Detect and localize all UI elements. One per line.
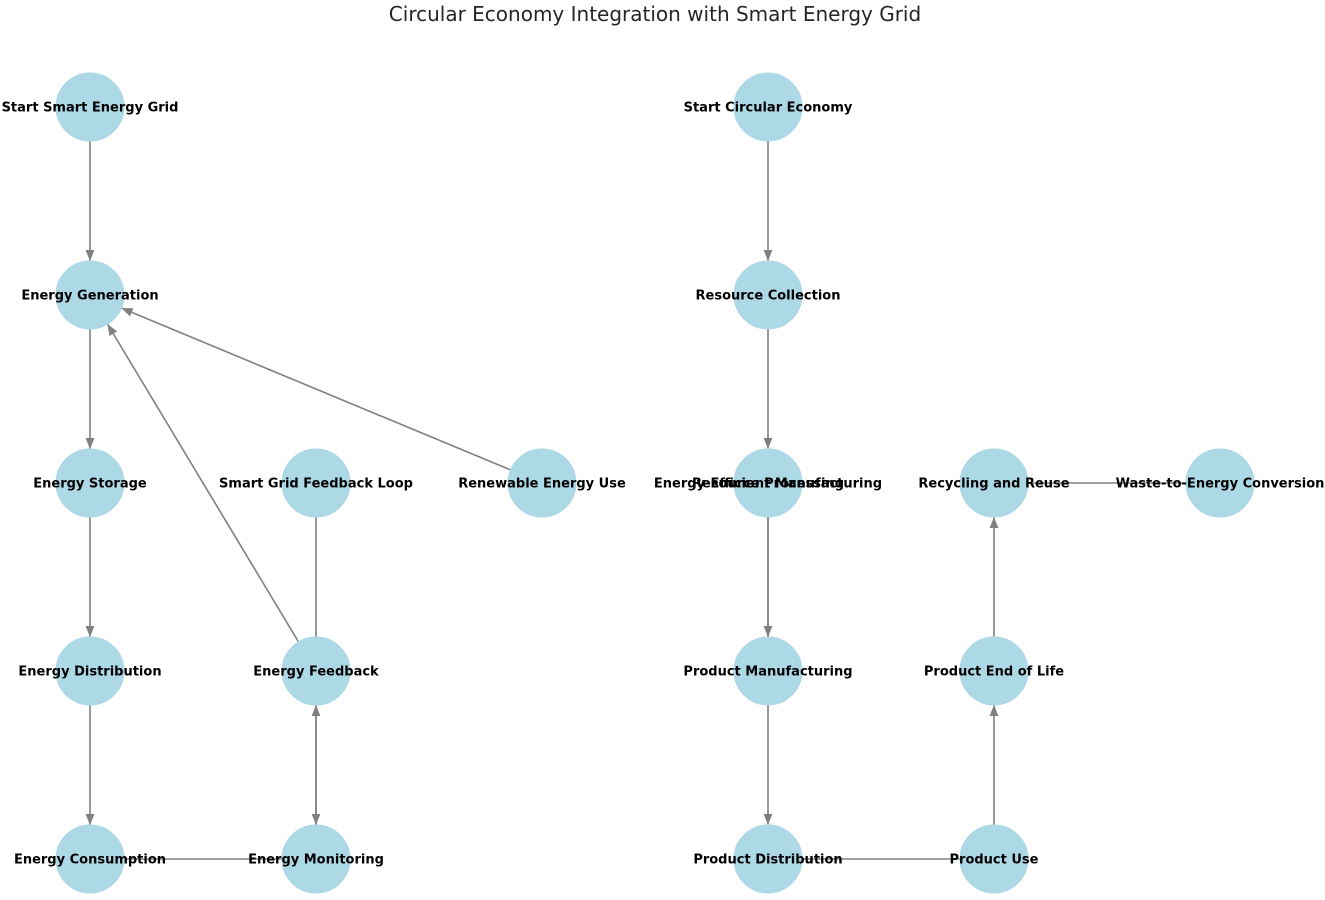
node-resource_collection — [733, 260, 803, 330]
node-label-product_manufacturing: Product Manufacturing — [683, 665, 852, 680]
node-product_distribution — [733, 824, 803, 894]
node-label-energy_storage: Energy Storage — [33, 477, 147, 492]
node-waste_to_energy — [1185, 448, 1255, 518]
node-energy_generation — [55, 260, 125, 330]
node-label-energy_generation: Energy Generation — [21, 289, 158, 304]
node-smart_grid_feedback_loop — [281, 448, 351, 518]
node-label-energy_distribution: Energy Distribution — [18, 665, 161, 680]
node-label-energy_efficient_manufacturing: Energy-Efficient Manufacturing — [654, 477, 882, 492]
node-start_circular — [733, 72, 803, 142]
node-label-start_grid: Start Smart Energy Grid — [2, 101, 179, 116]
edges-layer — [85, 141, 1186, 860]
node-label-resource_processing: Resource Processing — [692, 477, 844, 492]
node-renewable_energy_use — [507, 448, 577, 518]
node-label-product_distribution: Product Distribution — [693, 853, 842, 868]
edge-energy_feedback-to-energy_generation — [106, 323, 300, 643]
node-energy_efficient_manufacturing — [733, 448, 803, 518]
node-start_grid — [55, 72, 125, 142]
node-recycling_and_reuse — [959, 448, 1029, 518]
node-energy_distribution — [55, 636, 125, 706]
nodes-layer — [55, 72, 1255, 894]
node-label-start_circular: Start Circular Economy — [684, 101, 853, 116]
node-energy_monitoring — [281, 824, 351, 894]
node-label-energy_monitoring: Energy Monitoring — [248, 853, 384, 868]
node-label-product_use: Product Use — [950, 853, 1039, 868]
node-label-smart_grid_feedback_loop: Smart Grid Feedback Loop — [219, 477, 413, 492]
node-label-waste_to_energy: Waste-to-Energy Conversion — [1116, 477, 1325, 492]
node-label-product_end_of_life: Product End of Life — [924, 665, 1064, 680]
node-label-resource_collection: Resource Collection — [696, 289, 841, 304]
node-label-energy_consumption: Energy Consumption — [14, 853, 166, 868]
node-label-recycling_and_reuse: Recycling and Reuse — [918, 477, 1069, 492]
node-energy_feedback — [281, 636, 351, 706]
node-product_use — [959, 824, 1029, 894]
node-energy_consumption — [55, 824, 125, 894]
node-label-renewable_energy_use: Renewable Energy Use — [458, 477, 626, 492]
diagram-title: Circular Economy Integration with Smart … — [389, 2, 921, 26]
node-product_end_of_life — [959, 636, 1029, 706]
edge-renewable_energy_use-to-energy_generation — [121, 307, 511, 471]
node-energy_storage — [55, 448, 125, 518]
node-product_manufacturing — [733, 636, 803, 706]
node-label-energy_feedback: Energy Feedback — [253, 665, 379, 680]
